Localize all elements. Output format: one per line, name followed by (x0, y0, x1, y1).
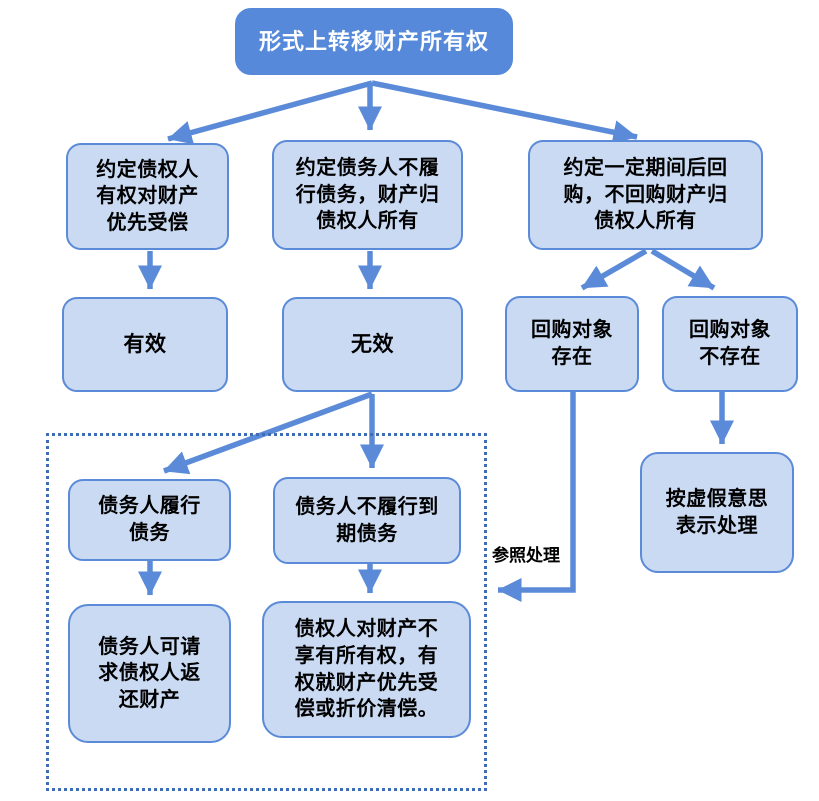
node-repo-exists: 回购对象 存在 (505, 296, 639, 392)
edge-root-to-creditor-priority (167, 80, 373, 145)
edge-root-to-repurchase (371, 80, 638, 145)
node-reclaim: 债务人可请 求债权人返 还财产 (68, 604, 231, 743)
edge-repurchase-to-repo-not-exists (650, 248, 716, 291)
node-root: 形式上转移财产所有权 (235, 8, 513, 75)
node-repurchase: 约定一定期间后回 购，不回购财产归 债权人所有 (528, 140, 763, 250)
dashed-group-border (46, 433, 487, 791)
node-creditor-priority: 约定债权人 有权对财产 优先受偿 (66, 143, 229, 250)
node-valid: 有效 (62, 297, 228, 392)
node-debtor-performs: 债务人履行 债务 (68, 479, 231, 561)
reference-handling-label: 参照处理 (492, 546, 560, 565)
edge-repurchase-to-repo-exists (580, 248, 648, 291)
node-false-expression: 按虚假意思 表示处理 (640, 452, 794, 573)
node-default-ownership: 约定债务人不履 行债务，财产归 债权人所有 (272, 140, 463, 250)
node-creditor-rights: 债权人对财产不 享有所有权，有 权就财产优先受 偿或折价清偿。 (262, 601, 471, 738)
node-debtor-defaults: 债务人不履行到 期债务 (273, 477, 461, 564)
node-invalid: 无效 (282, 297, 463, 392)
node-repo-not-exists: 回购对象 不存在 (662, 296, 798, 392)
